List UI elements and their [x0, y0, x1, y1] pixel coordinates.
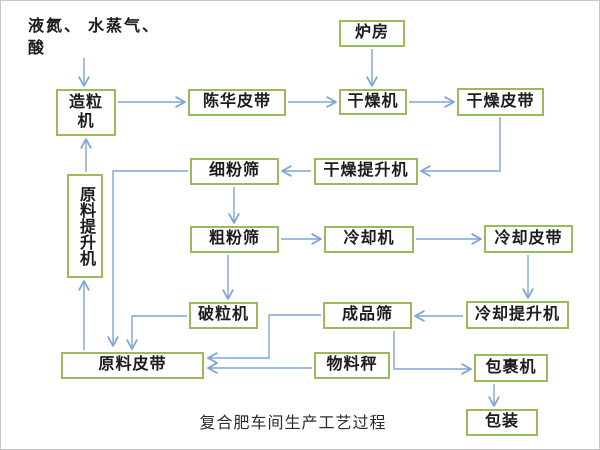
flow-node-ganzaoji: 干燥机 — [339, 89, 407, 115]
flow-node-baoguoji: 包裹机 — [474, 354, 548, 382]
flow-node-lengque_tishengji: 冷却提升机 — [466, 301, 569, 329]
flow-node-wuliaocheng: 物料秤 — [314, 352, 390, 379]
flow-node-lengqueji: 冷却机 — [324, 226, 414, 253]
arrow-chengpinshai-to-yuanliao_pidai — [207, 314, 321, 364]
arrow-xifenshai-to-yuanliao_pidai — [107, 170, 188, 347]
flow-node-ganzao_tishengji: 干燥提升机 — [314, 158, 418, 185]
flow-node-lufang: 炉房 — [339, 20, 405, 47]
flow-input-text-source_text: 液氮、 水蒸气、 酸 — [28, 18, 161, 58]
flow-node-lengque_pidai: 冷却皮带 — [484, 225, 573, 253]
flow-node-yuanliao_tishengji: 原料提升机 — [67, 174, 103, 278]
flow-node-cufenshai: 粗粉筛 — [190, 226, 279, 253]
flow-node-chengpinshai: 成品筛 — [323, 302, 412, 329]
flow-node-zaoliji: 造粒机 — [56, 89, 116, 136]
flow-node-baozhuang: 包装 — [466, 409, 538, 436]
flow-node-chenhua_pidai: 陈华皮带 — [188, 89, 286, 116]
flow-node-poliji: 破粒机 — [189, 302, 258, 329]
arrow-ganzao_pidai-to-ganzao_tishengji — [420, 117, 501, 177]
diagram-caption: 复合肥车间生产工艺过程 — [199, 415, 387, 432]
flow-node-yuanliao_pidai: 原料皮带 — [61, 352, 204, 379]
arrow-chengpinshai-to-baoguoji — [393, 331, 472, 375]
arrow-poliji-to-yuanliao_pidai — [126, 315, 187, 350]
flow-node-ganzao_pidai: 干燥皮带 — [457, 88, 544, 116]
flow-node-xifenshai: 细粉筛 — [190, 158, 279, 185]
